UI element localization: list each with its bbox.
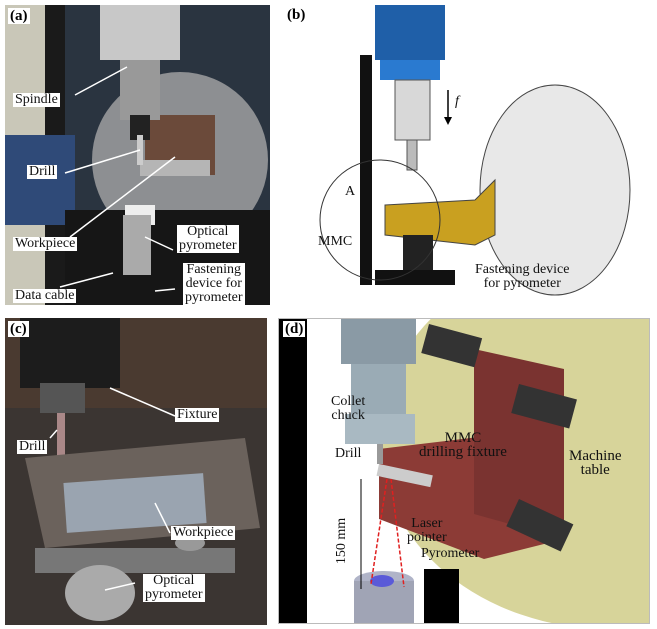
label-drill: Drill [335,446,362,461]
panel-d-illustration [279,319,649,623]
label-pyrometer: pyrometer [145,587,203,602]
label-collet: Collet [331,394,366,409]
label-workpiece: Workpiece [171,525,236,540]
label-fastening-line2: for pyrometer [483,276,561,291]
label-mmc: MMC [444,430,482,446]
label-pyrometer: pyrometer [179,238,237,253]
panel-c-photo: (c) Fixture Drill Workpiece Optical pyro… [5,318,267,625]
label-fixture: Fixture [175,407,220,422]
label-fastening-device: Fastening device for pyrometer [183,263,245,305]
panel-b-illustration [319,5,631,296]
label-fastening-line1: Fastening [186,262,241,277]
panel-b-tag: (b) [285,7,308,23]
label-chuck: chuck [331,408,365,423]
label-150mm: 150 mm [334,517,350,565]
label-optical: Optical [153,573,195,588]
label-drill: Drill [17,439,48,454]
label-feed-f: f [455,94,459,109]
label-fastening-line2: device for [185,276,242,291]
label-table: table [580,462,610,478]
label-optical: Optical [187,224,229,239]
panel-a-photo: (a) Spindle Drill Workpiece Optical pyro… [5,5,270,305]
label-mmc-drilling-fixture: MMC drilling fixture [419,430,507,460]
label-fastening-device: Fastening device for pyrometer [475,263,569,291]
label-machine-table: Machine table [569,448,622,478]
label-mmc: MMC [318,234,353,249]
label-drilling-fixture: drilling fixture [419,444,507,460]
label-pyrometer: Pyrometer [421,546,480,561]
panel-d-tag: (d) [283,321,306,337]
label-optical-pyrometer: Optical pyrometer [143,574,205,602]
label-laser: Laser [411,516,443,531]
panel-d-diagram: (d) Collet chuck Drill MMC drilling fixt… [278,318,650,624]
label-workpiece: Workpiece [13,236,78,251]
panel-c-tag: (c) [8,321,29,337]
label-optical-pyrometer: Optical pyrometer [177,225,239,253]
label-fastening-line1: Fastening device [475,262,570,277]
label-spindle: Spindle [13,92,60,107]
label-data-cable: Data cable [13,288,77,303]
panel-c-illustration [5,318,267,621]
label-pointer: pointer [407,530,447,545]
label-machine: Machine [569,448,622,464]
label-A: A [345,184,356,199]
label-fastening-line3: pyrometer [185,290,243,305]
label-drill: Drill [27,164,58,179]
panel-b-diagram: (b) f A MMC Fastening device for pyromet… [285,5,650,305]
label-laser-pointer: Laser pointer [407,517,447,545]
panel-a-tag: (a) [8,8,30,24]
panel-a-illustration [5,5,270,305]
label-collet-chuck: Collet chuck [331,395,365,423]
